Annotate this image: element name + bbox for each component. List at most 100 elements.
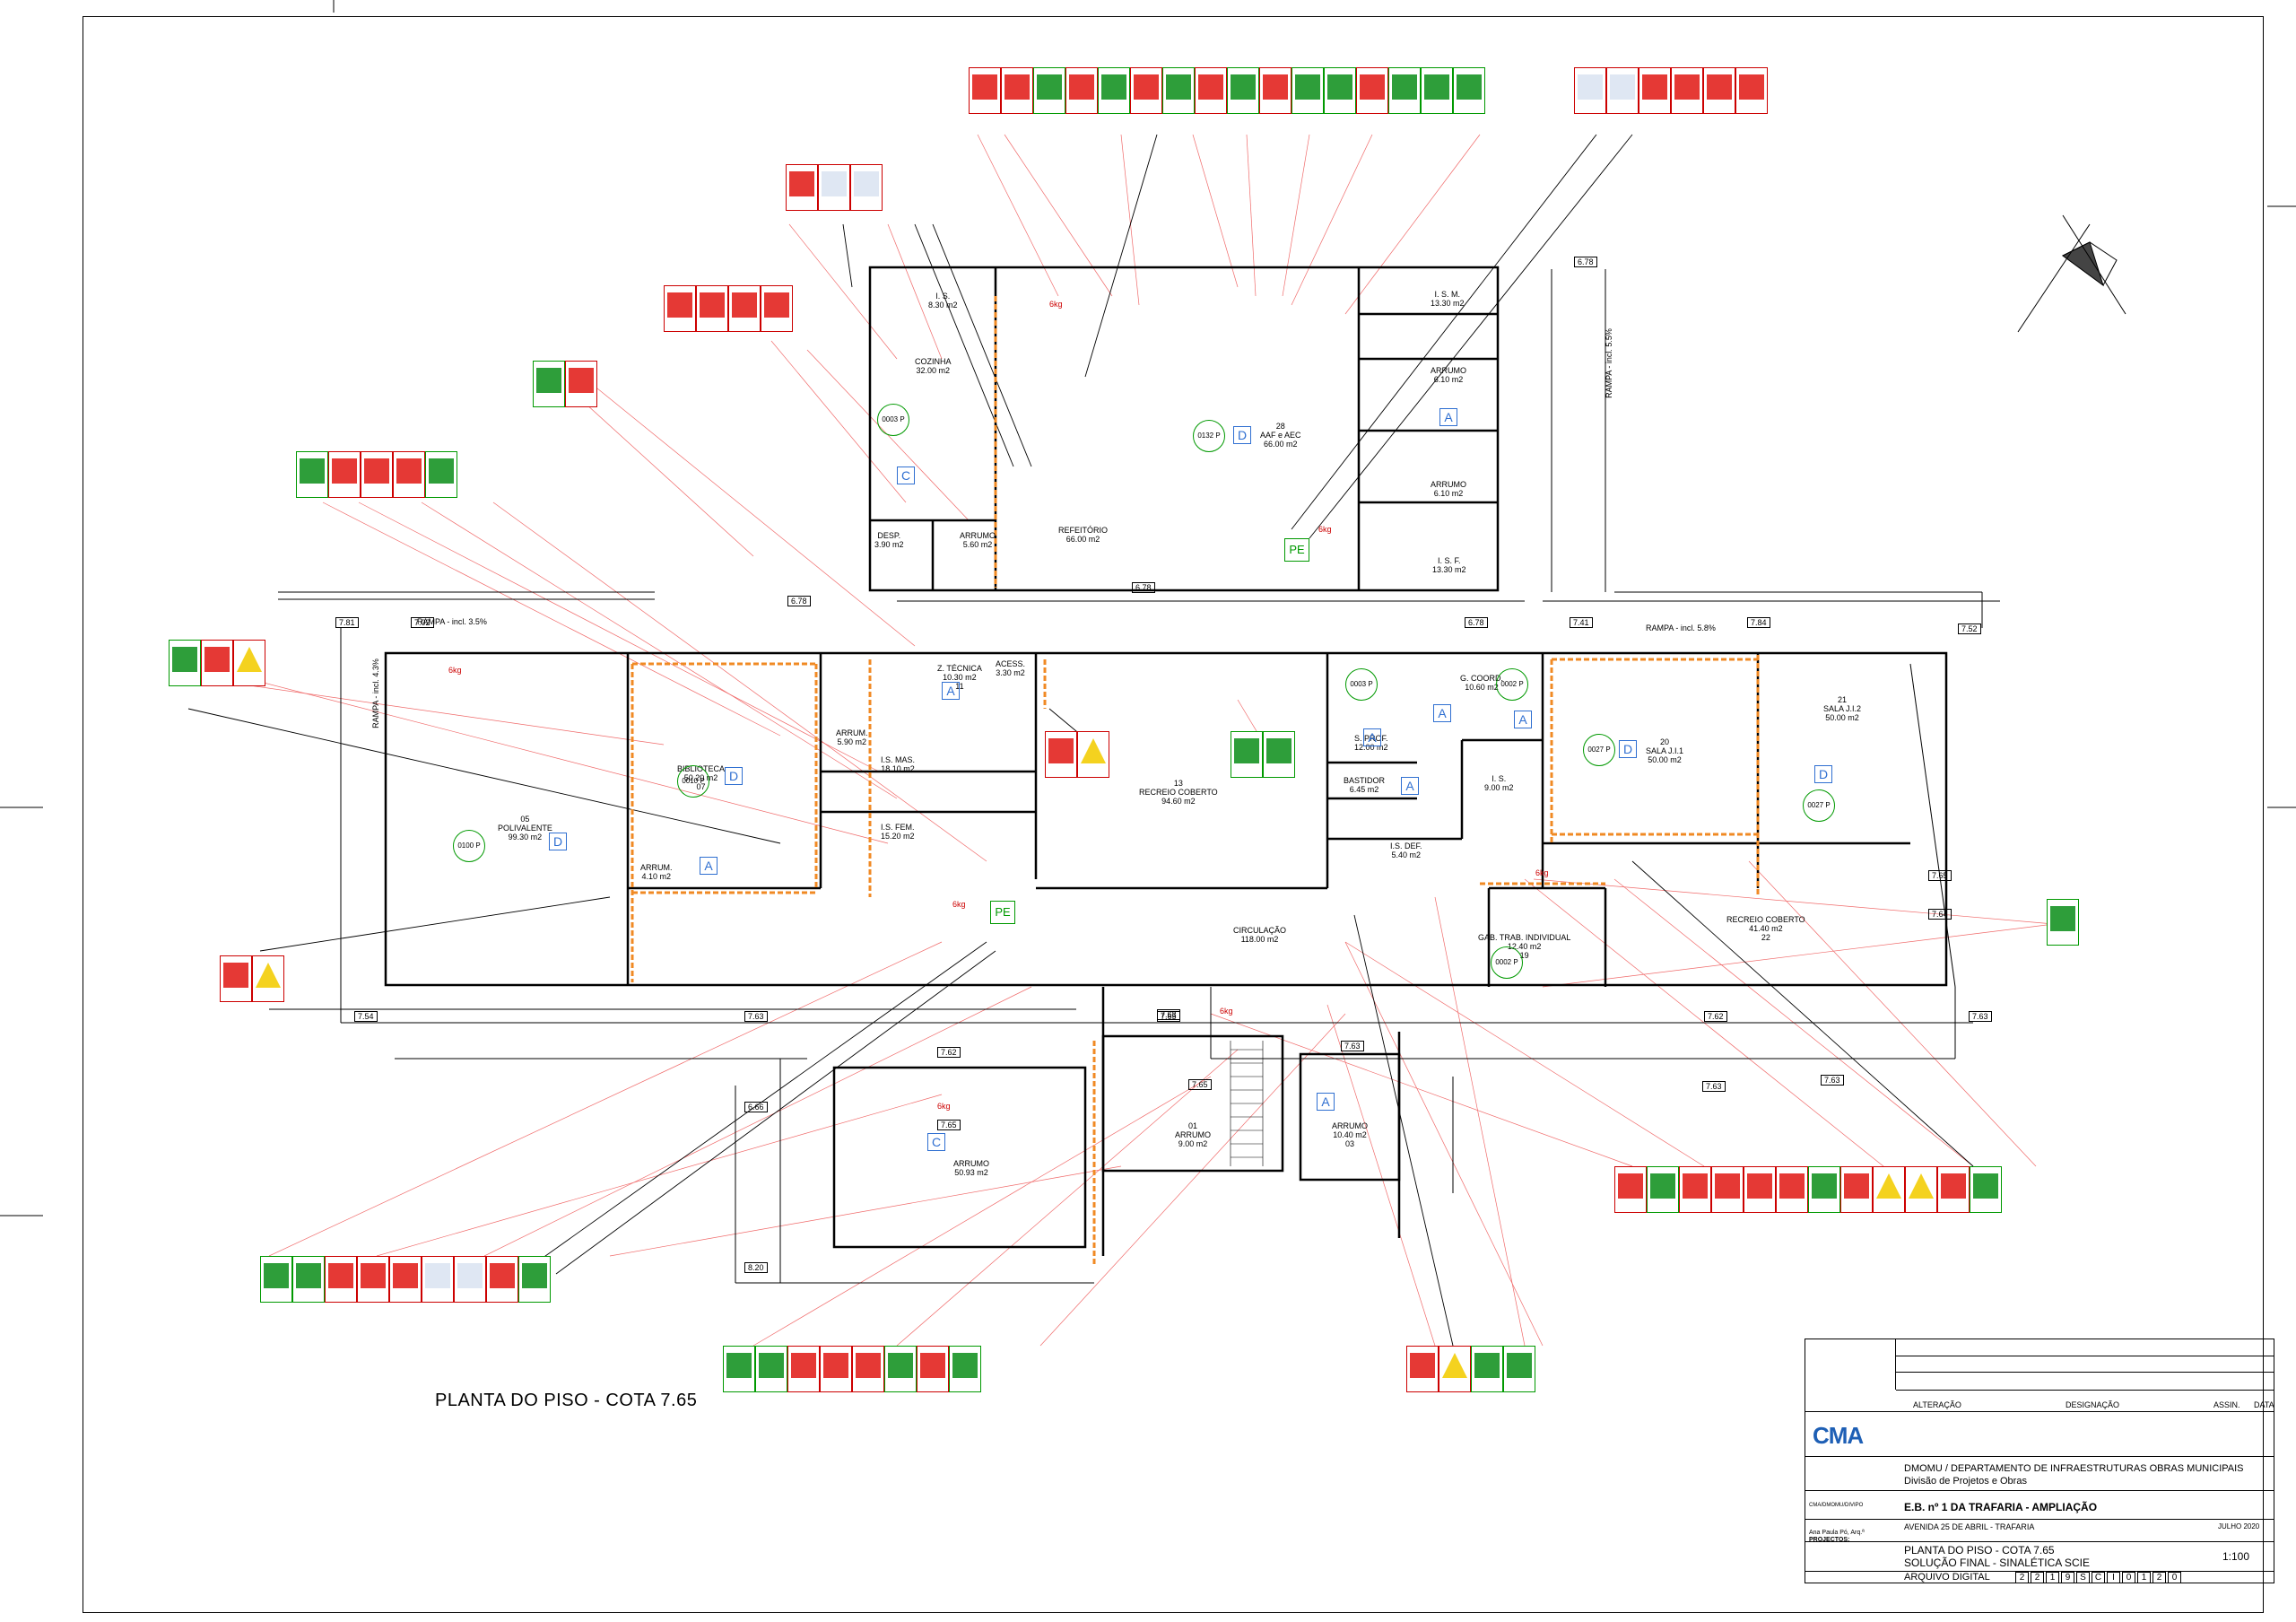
date: JULHO 2020 [2218,1522,2260,1530]
level-mark: 7.63 [744,1011,768,1022]
exit-sign-icon [1808,1166,1840,1213]
class-letter: A [1317,1093,1335,1111]
level-mark: 7.02 [411,617,434,628]
info-sign-icon [454,1256,486,1303]
title-block: ALTERAÇÃO DESIGNAÇÃO ASSIN. DATA CMA DMO… [1805,1339,2274,1583]
sheet-title: PLANTA DO PISO - COTA 7.65 [1904,1544,2055,1557]
projectos-label: PROJECTOS: [1809,1537,1850,1543]
fire-sign-icon [1259,67,1292,114]
fire-sign-icon [565,361,597,407]
warning-sign-icon [1873,1166,1905,1213]
exit-sign-icon [1098,67,1130,114]
extinguisher-marker: 6kg [937,1102,951,1111]
occupancy-tag: 0027 P [1583,734,1615,766]
level-mark: 7.81 [335,617,359,628]
extinguisher-marker: 6kg [448,666,462,675]
occupancy-tag: 0100 P [453,830,485,862]
leader-lines [223,134,2055,1347]
exit-sign-icon [1324,67,1356,114]
level-mark: 6.66 [744,1102,768,1112]
level-mark: 7.65 [1928,870,1952,881]
info-sign-icon [850,164,883,211]
north-arrow-icon [2017,214,2126,333]
class-letter: C [927,1133,945,1151]
revision-header: DESIGNAÇÃO [2066,1400,2120,1409]
fire-sign-icon [1937,1166,1970,1213]
level-mark: 7.65 [1157,1011,1180,1022]
occupancy-tag: 0003 P [1345,668,1378,701]
fire-sign-icon [1130,67,1162,114]
drawing-title: PLANTA DO PISO - COTA 7.65 [435,1391,698,1410]
extinguisher-marker: 6kg [1049,300,1063,309]
exit-sign-icon [292,1256,325,1303]
room-label: S. PROF.12.00 m2 [1354,734,1388,752]
info-sign-icon [422,1256,454,1303]
exit-sign-icon [169,640,201,686]
dept-code: CMA/DMOMU/DIVIPO [1809,1503,1864,1508]
exit-sign-icon [1471,1346,1503,1392]
level-mark: 7.84 [1747,617,1770,628]
level-mark: 6.78 [787,596,811,606]
fire-sign-icon [1735,67,1768,114]
fire-sign-icon [1711,1166,1744,1213]
archive-code-cell: 0 [2168,1572,2181,1583]
revision-header: ASSIN. [2213,1400,2240,1409]
extinguisher-marker: 6kg [1318,525,1332,534]
class-letter: D [1233,426,1251,444]
class-letter: A [700,857,718,875]
fire-sign-icon [1406,1346,1439,1392]
exit-sign-icon [296,451,328,498]
revision-header: ALTERAÇÃO [1913,1400,1961,1409]
exit-sign-icon [1503,1346,1535,1392]
occupancy-tag: 0027 P [1803,789,1835,822]
archive-code-cell: 2 [2015,1572,2029,1583]
class-letter: C [897,467,915,484]
exit-sign-icon [1970,1166,2002,1213]
class-letter: A [1363,728,1381,746]
class-letter: D [1619,740,1637,758]
fire-sign-icon [1639,67,1671,114]
fire-sign-icon [1614,1166,1647,1213]
revision-table [1895,1339,2274,1391]
fire-sign-icon [1840,1166,1873,1213]
walls [384,266,1948,1256]
warning-sign-icon [252,955,284,1002]
fire-sign-icon [786,164,818,211]
level-mark: 7.65 [1188,1079,1212,1090]
department: DMOMU / DEPARTAMENTO DE INFRAESTRUTURAS … [1904,1463,2244,1474]
room-label: I.S. MAS.18.10 m2 [881,755,916,773]
fire-sign-icon [728,285,761,332]
fire-sign-icon [1744,1166,1776,1213]
pe-marker: PE [990,901,1015,924]
fire-sign-icon [328,451,361,498]
fire-sign-icon [1703,67,1735,114]
occupancy-tag: 0002 P [1496,668,1528,701]
fire-sign-icon [486,1256,518,1303]
room-label: I. S.9.00 m2 [1484,774,1514,792]
archive-code-cell: S [2076,1572,2090,1583]
room-label: ARRUM.5.90 m2 [836,728,868,746]
room-label: ACESS.3.30 m2 [996,659,1026,677]
fire-sign-icon [1065,67,1098,114]
fire-sign-icon [852,1346,884,1392]
extinguisher-marker: 6kg [952,900,966,909]
ramp-label: RAMPA - incl. 5.5% [1604,328,1613,398]
room-label: I. S. F.13.30 m2 [1432,556,1466,574]
level-mark: 7.62 [937,1047,961,1058]
level-mark: 6.78 [1465,617,1488,628]
level-mark: 7.63 [1341,1041,1364,1051]
drawing-frame [83,16,2264,1613]
fire-sign-icon [357,1256,389,1303]
class-letter: A [1401,777,1419,795]
sheet-subtitle: SOLUÇÃO FINAL - SINALÉTICA SCIE [1904,1557,2090,1569]
fire-sign-icon [1195,67,1227,114]
level-mark: 7.52 [1958,624,1981,634]
room-label: DESP.3.90 m2 [874,531,904,549]
